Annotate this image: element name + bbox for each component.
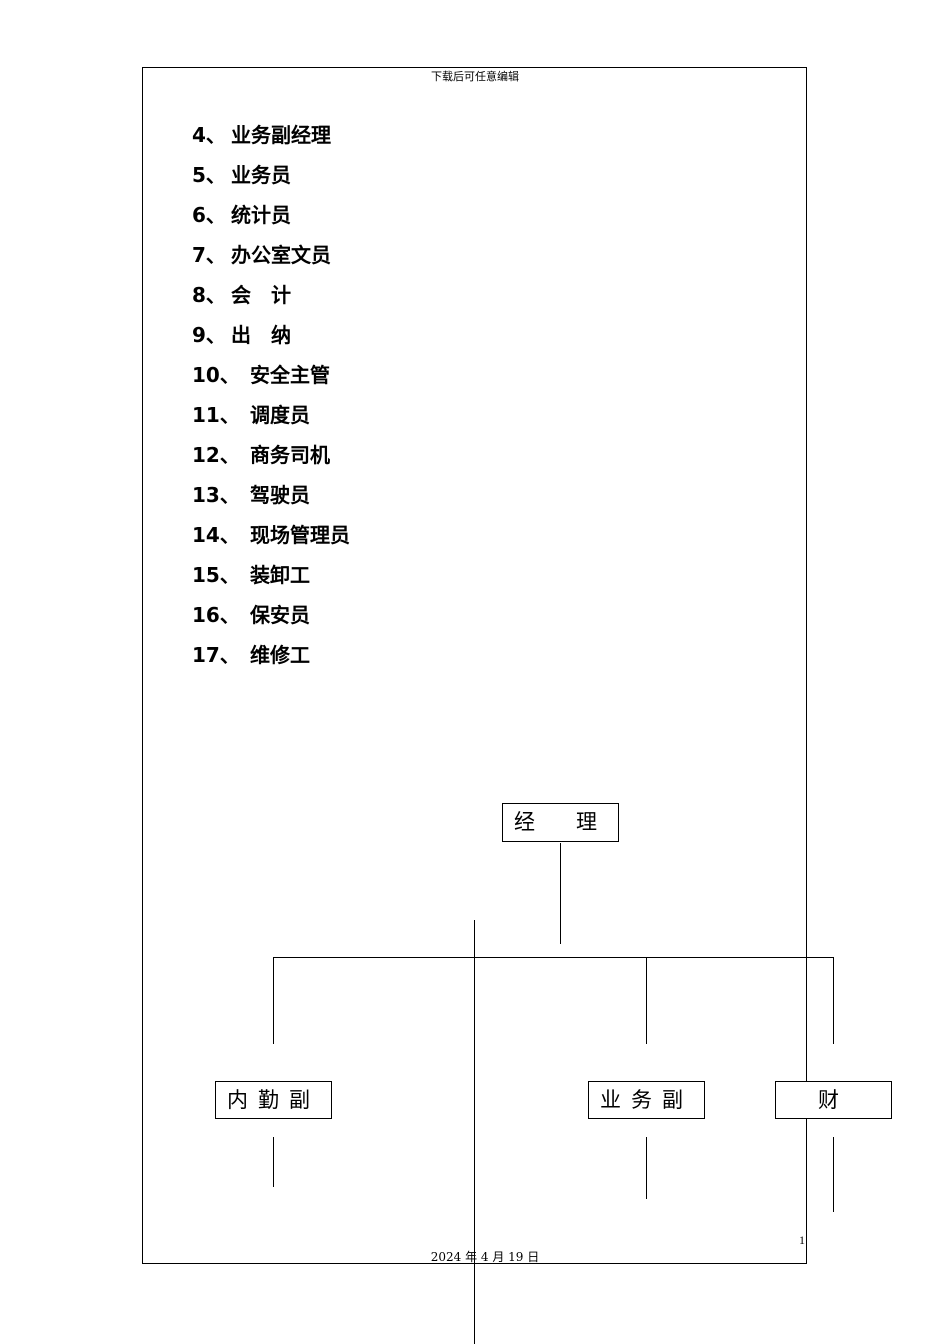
org-node-admin-deputy-box: 内勤副 [215,1081,332,1119]
list-item: 8、会 计 [192,283,291,307]
list-item: 4、业务副经理 [192,123,331,147]
list-item: 13、驾驶员 [192,483,310,507]
list-item: 16、保安员 [192,603,310,627]
list-item: 12、商务司机 [192,443,330,467]
connector-line [646,957,647,1044]
connector-line [560,843,561,944]
list-item: 14、现场管理员 [192,523,350,547]
list-item: 11、调度员 [192,403,310,427]
list-item: 9、出 纳 [192,323,291,347]
org-node-finance-box: 财 [775,1081,892,1119]
header-note: 下载后可任意编辑 [431,70,519,83]
org-node-business-deputy-box: 业务副 [588,1081,705,1119]
page-number: 1 [799,1233,805,1247]
connector-line [833,1137,834,1212]
connector-line [273,957,834,958]
list-item: 5、业务员 [192,163,291,187]
list-item: 15、装卸工 [192,563,310,587]
list-item: 17、维修工 [192,643,310,667]
list-item: 7、办公室文员 [192,243,331,267]
connector-line [273,957,274,1044]
connector-line [474,920,475,1344]
connector-line [646,1137,647,1199]
footer-date: 2024 年 4 月 19 日 [430,1250,540,1264]
list-item: 10、安全主管 [192,363,330,387]
list-item: 6、统计员 [192,203,291,227]
connector-line [273,1137,274,1187]
connector-line [833,957,834,1044]
org-root-manager-box: 经 理 [502,803,619,842]
